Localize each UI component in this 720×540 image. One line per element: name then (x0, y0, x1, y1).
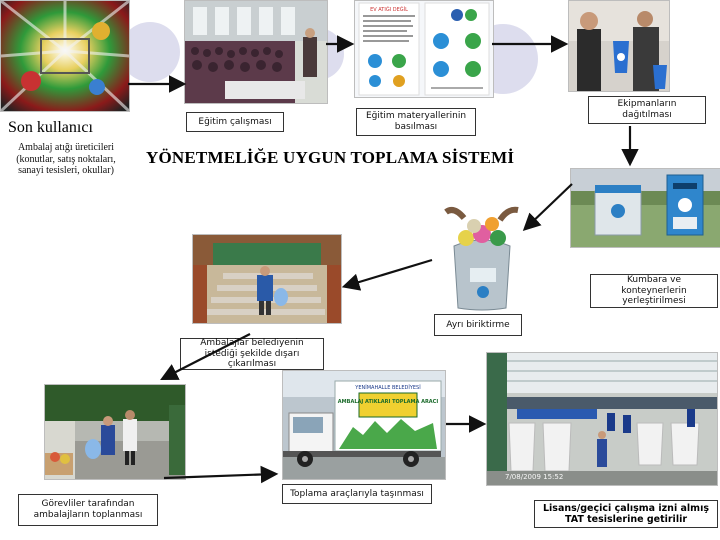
containers-image (571, 169, 720, 247)
collection-bag-image (444, 204, 520, 312)
stairs-image (193, 235, 341, 323)
step-transport-label: Toplama araçlarıyla taşınması (282, 484, 432, 504)
arrow-containers-to-separate (526, 184, 572, 228)
recycling-containers-photo (570, 168, 720, 248)
step-workers-collecting-label: Görevliler tarafından ambalajların topla… (18, 494, 158, 526)
end-user-title: Son kullanıcı (8, 119, 93, 137)
workers-collecting-photo (44, 384, 186, 480)
facility-image (487, 353, 717, 485)
collection-truck-photo: YENİMAHALLE BELEDİYESİ AMBALAJ ATIKLARI … (282, 370, 446, 480)
brochure-image: EV ATIĞI DEĞİL (355, 1, 493, 97)
distribution-image (569, 1, 669, 91)
brochure-header: EV ATIĞI DEĞİL (370, 6, 408, 13)
truck-image: YENİMAHALLE BELEDİYESİ AMBALAJ ATIKLARI … (283, 371, 445, 479)
training-session-photo (184, 0, 328, 104)
shopping-cart-photo (0, 0, 130, 112)
arrow-separate-to-outside (346, 260, 432, 286)
equipment-distribution-photo (568, 0, 670, 92)
step-put-outside-label: Ambalajlar belediyenin istediği şekilde … (180, 338, 324, 370)
truck-sign-text: AMBALAJ ATIKLARI TOPLAMA ARACI (338, 399, 439, 405)
photo-timestamp: 7/08/2009 15:52 (505, 473, 563, 481)
shopping-cart-image (1, 1, 129, 111)
workers-image (45, 385, 185, 479)
tat-facility-photo: 7/08/2009 15:52 (486, 352, 718, 486)
bags-outside-photo (192, 234, 342, 324)
classroom-image (185, 1, 327, 103)
separate-collection-photo (444, 204, 520, 312)
step-containers-placement-label: Kumbara ve konteynerlerin yerleştirilmes… (590, 274, 718, 308)
step-materials-printing-label: Eğitim materyallerinin basılması (356, 108, 476, 136)
step-separate-collection-label: Ayrı biriktirme (434, 314, 522, 336)
truck-municipality-text: YENİMAHALLE BELEDİYESİ (354, 384, 420, 391)
main-title: YÖNETMELİĞE UYGUN TOPLAMA SİSTEMİ (146, 148, 514, 168)
brochure-photo: EV ATIĞI DEĞİL (354, 0, 494, 98)
end-user-subtitle: Ambalaj atığı üreticileri (konutlar, sat… (4, 142, 128, 177)
step-equipment-distribution-label: Ekipmanların dağıtılması (588, 96, 706, 124)
step-tat-facility-label: Lisans/geçici çalışma izni almış TAT tes… (534, 500, 718, 528)
step-training-label: Eğitim çalışması (186, 112, 284, 132)
